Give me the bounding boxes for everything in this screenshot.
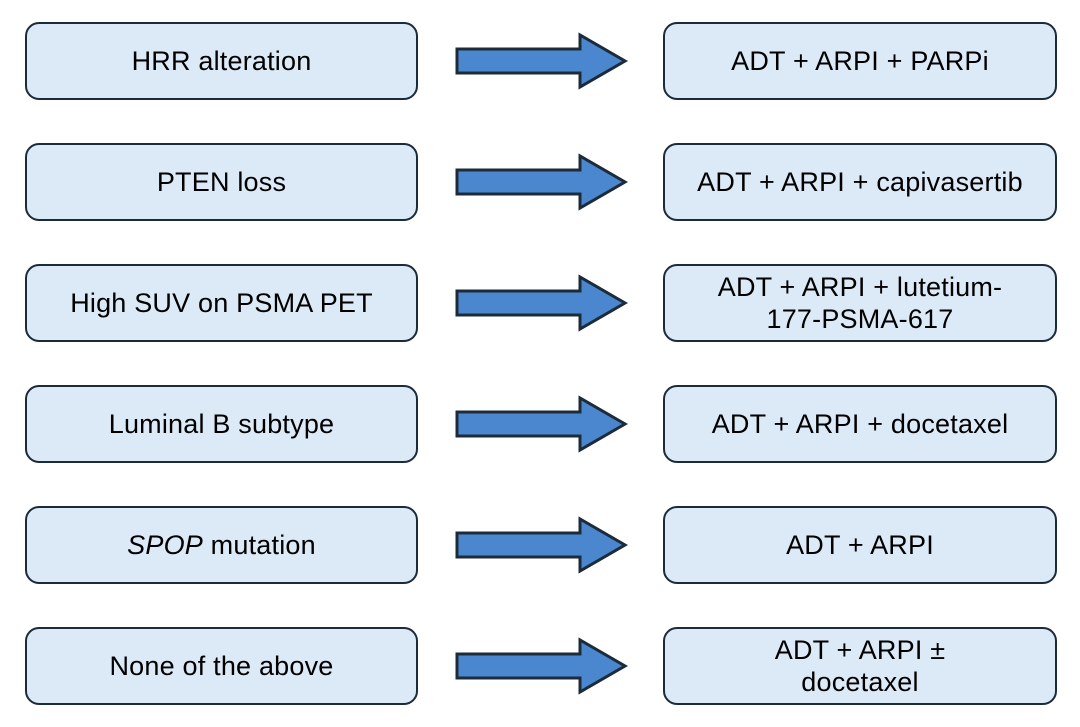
condition-box: Luminal B subtype bbox=[25, 385, 418, 463]
condition-box: HRR alteration bbox=[25, 22, 418, 100]
treatment-label: ADT + ARPI ±docetaxel bbox=[765, 634, 956, 699]
condition-box: SPOP mutation bbox=[25, 506, 418, 584]
treatment-label: ADT + ARPI + capivasertib bbox=[697, 166, 1023, 197]
treatment-label: ADT + ARPI + docetaxel bbox=[711, 408, 1009, 439]
diagram-row-psma: High SUV on PSMA PET ADT + ARPI + luteti… bbox=[25, 264, 1057, 342]
treatment-label-line2: 177-PSMA-617 bbox=[766, 304, 954, 334]
diagram-row-luminal: Luminal B subtype ADT + ARPI + docetaxel bbox=[25, 385, 1057, 463]
treatment-label-line1: ADT + ARPI + lutetium- bbox=[717, 271, 1003, 302]
treatment-box: ADT + ARPI + PARPi bbox=[663, 22, 1057, 100]
condition-label: PTEN loss bbox=[156, 166, 287, 197]
condition-label: HRR alteration bbox=[131, 45, 312, 76]
treatment-box: ADT + ARPI + capivasertib bbox=[663, 143, 1057, 221]
diagram-row-hrr: HRR alteration ADT + ARPI + PARPi bbox=[25, 22, 1057, 100]
condition-label-rest: mutation bbox=[202, 529, 316, 560]
arrow-wrap bbox=[418, 516, 663, 574]
treatment-box: ADT + ARPI + docetaxel bbox=[663, 385, 1057, 463]
condition-label-gene-italic: SPOP bbox=[127, 529, 203, 560]
treatment-box: ADT + ARPI + lutetium-177-PSMA-617 bbox=[663, 264, 1057, 342]
arrow-wrap bbox=[418, 637, 663, 695]
right-block-arrow-icon bbox=[455, 153, 628, 211]
treatment-box: ADT + ARPI ±docetaxel bbox=[663, 627, 1057, 705]
treatment-label-line1: ADT + ARPI ± bbox=[774, 634, 946, 665]
diagram-rows: HRR alteration ADT + ARPI + PARPi PTEN l… bbox=[25, 22, 1057, 705]
condition-label: None of the above bbox=[109, 650, 334, 681]
right-block-arrow-icon bbox=[455, 637, 628, 695]
diagram-row-spop: SPOP mutation ADT + ARPI bbox=[25, 506, 1057, 584]
treatment-label: ADT + ARPI + lutetium-177-PSMA-617 bbox=[708, 271, 1013, 336]
treatment-label-line2: docetaxel bbox=[801, 667, 919, 697]
condition-box: High SUV on PSMA PET bbox=[25, 264, 418, 342]
condition-label: Luminal B subtype bbox=[108, 408, 335, 439]
condition-label: High SUV on PSMA PET bbox=[70, 287, 373, 318]
diagram-row-none: None of the above ADT + ARPI ±docetaxel bbox=[25, 627, 1057, 705]
right-block-arrow-icon bbox=[455, 274, 628, 332]
right-block-arrow-icon bbox=[455, 32, 628, 90]
arrow-wrap bbox=[418, 153, 663, 211]
right-block-arrow-icon bbox=[455, 516, 628, 574]
right-block-arrow-icon bbox=[455, 395, 628, 453]
condition-label: SPOP mutation bbox=[117, 529, 326, 561]
diagram-row-pten: PTEN loss ADT + ARPI + capivasertib bbox=[25, 143, 1057, 221]
arrow-wrap bbox=[418, 395, 663, 453]
treatment-label: ADT + ARPI bbox=[786, 529, 934, 560]
condition-box: None of the above bbox=[25, 627, 418, 705]
treatment-box: ADT + ARPI bbox=[663, 506, 1057, 584]
arrow-wrap bbox=[418, 274, 663, 332]
condition-box: PTEN loss bbox=[25, 143, 418, 221]
arrow-wrap bbox=[418, 32, 663, 90]
treatment-label: ADT + ARPI + PARPi bbox=[731, 45, 989, 76]
